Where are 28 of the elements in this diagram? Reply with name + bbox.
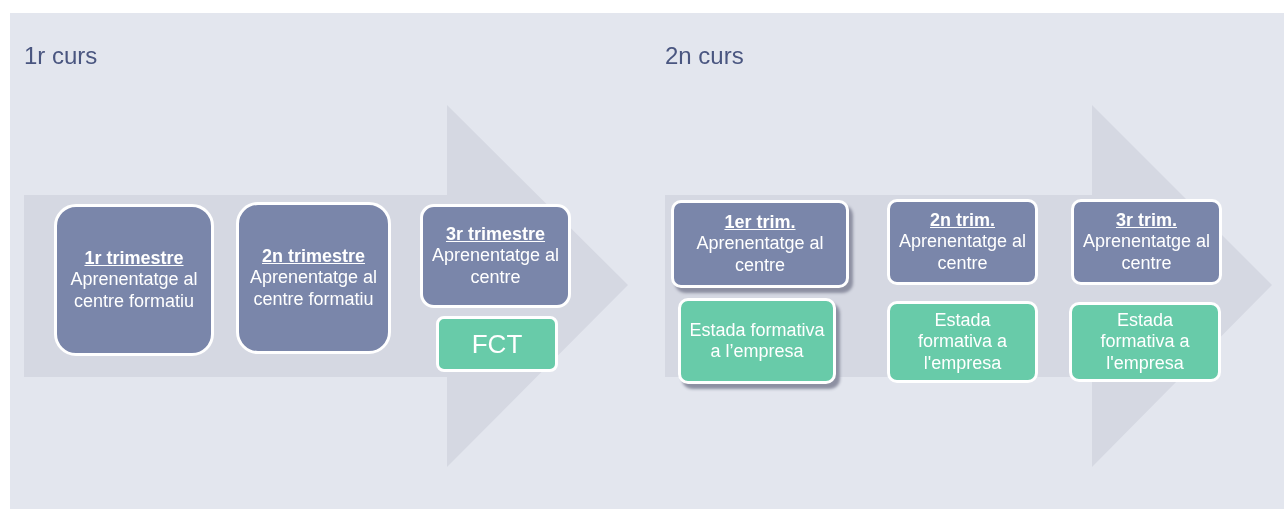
box-text: Aprenentatge al centre: [695, 233, 825, 276]
rounded-box: [671, 200, 849, 288]
rounded-box: [887, 301, 1038, 383]
box-heading: 1r trimestre: [84, 248, 184, 270]
box-heading: 3r trimestre: [445, 224, 546, 246]
rounded-box: [1069, 302, 1221, 382]
box-text: Aprenentatge al centre: [430, 245, 561, 288]
box-heading: 3r trim.: [1116, 210, 1177, 232]
box-text: Aprenentatge al centre formatiu: [248, 267, 379, 310]
box-text: Aprenentatge al centre: [897, 231, 1028, 274]
box-heading: 1er trim.: [724, 212, 796, 234]
box-text: Estada formativa a l’empresa: [688, 319, 826, 363]
box-text: Aprenentatge al centre: [1081, 231, 1212, 274]
section-title: 1r curs: [24, 42, 98, 70]
box-text: Estada formativa a l'empresa: [916, 310, 1008, 374]
rounded-box: [1071, 199, 1222, 285]
rounded-box: [236, 202, 391, 354]
rounded-box: [887, 199, 1038, 285]
rounded-box: [54, 204, 214, 356]
box-heading: 2n trim.: [930, 210, 995, 232]
rounded-box: [436, 316, 558, 372]
box-text: Estada formativa a l'empresa: [1099, 310, 1191, 374]
box-text: FCT: [471, 328, 523, 360]
rounded-box: [420, 204, 571, 308]
rounded-box: [678, 298, 836, 384]
box-heading: 2n trimestre: [261, 246, 365, 268]
section-title: 2n curs: [665, 42, 744, 70]
box-text: Aprenentatge al centre formatiu: [69, 269, 199, 312]
